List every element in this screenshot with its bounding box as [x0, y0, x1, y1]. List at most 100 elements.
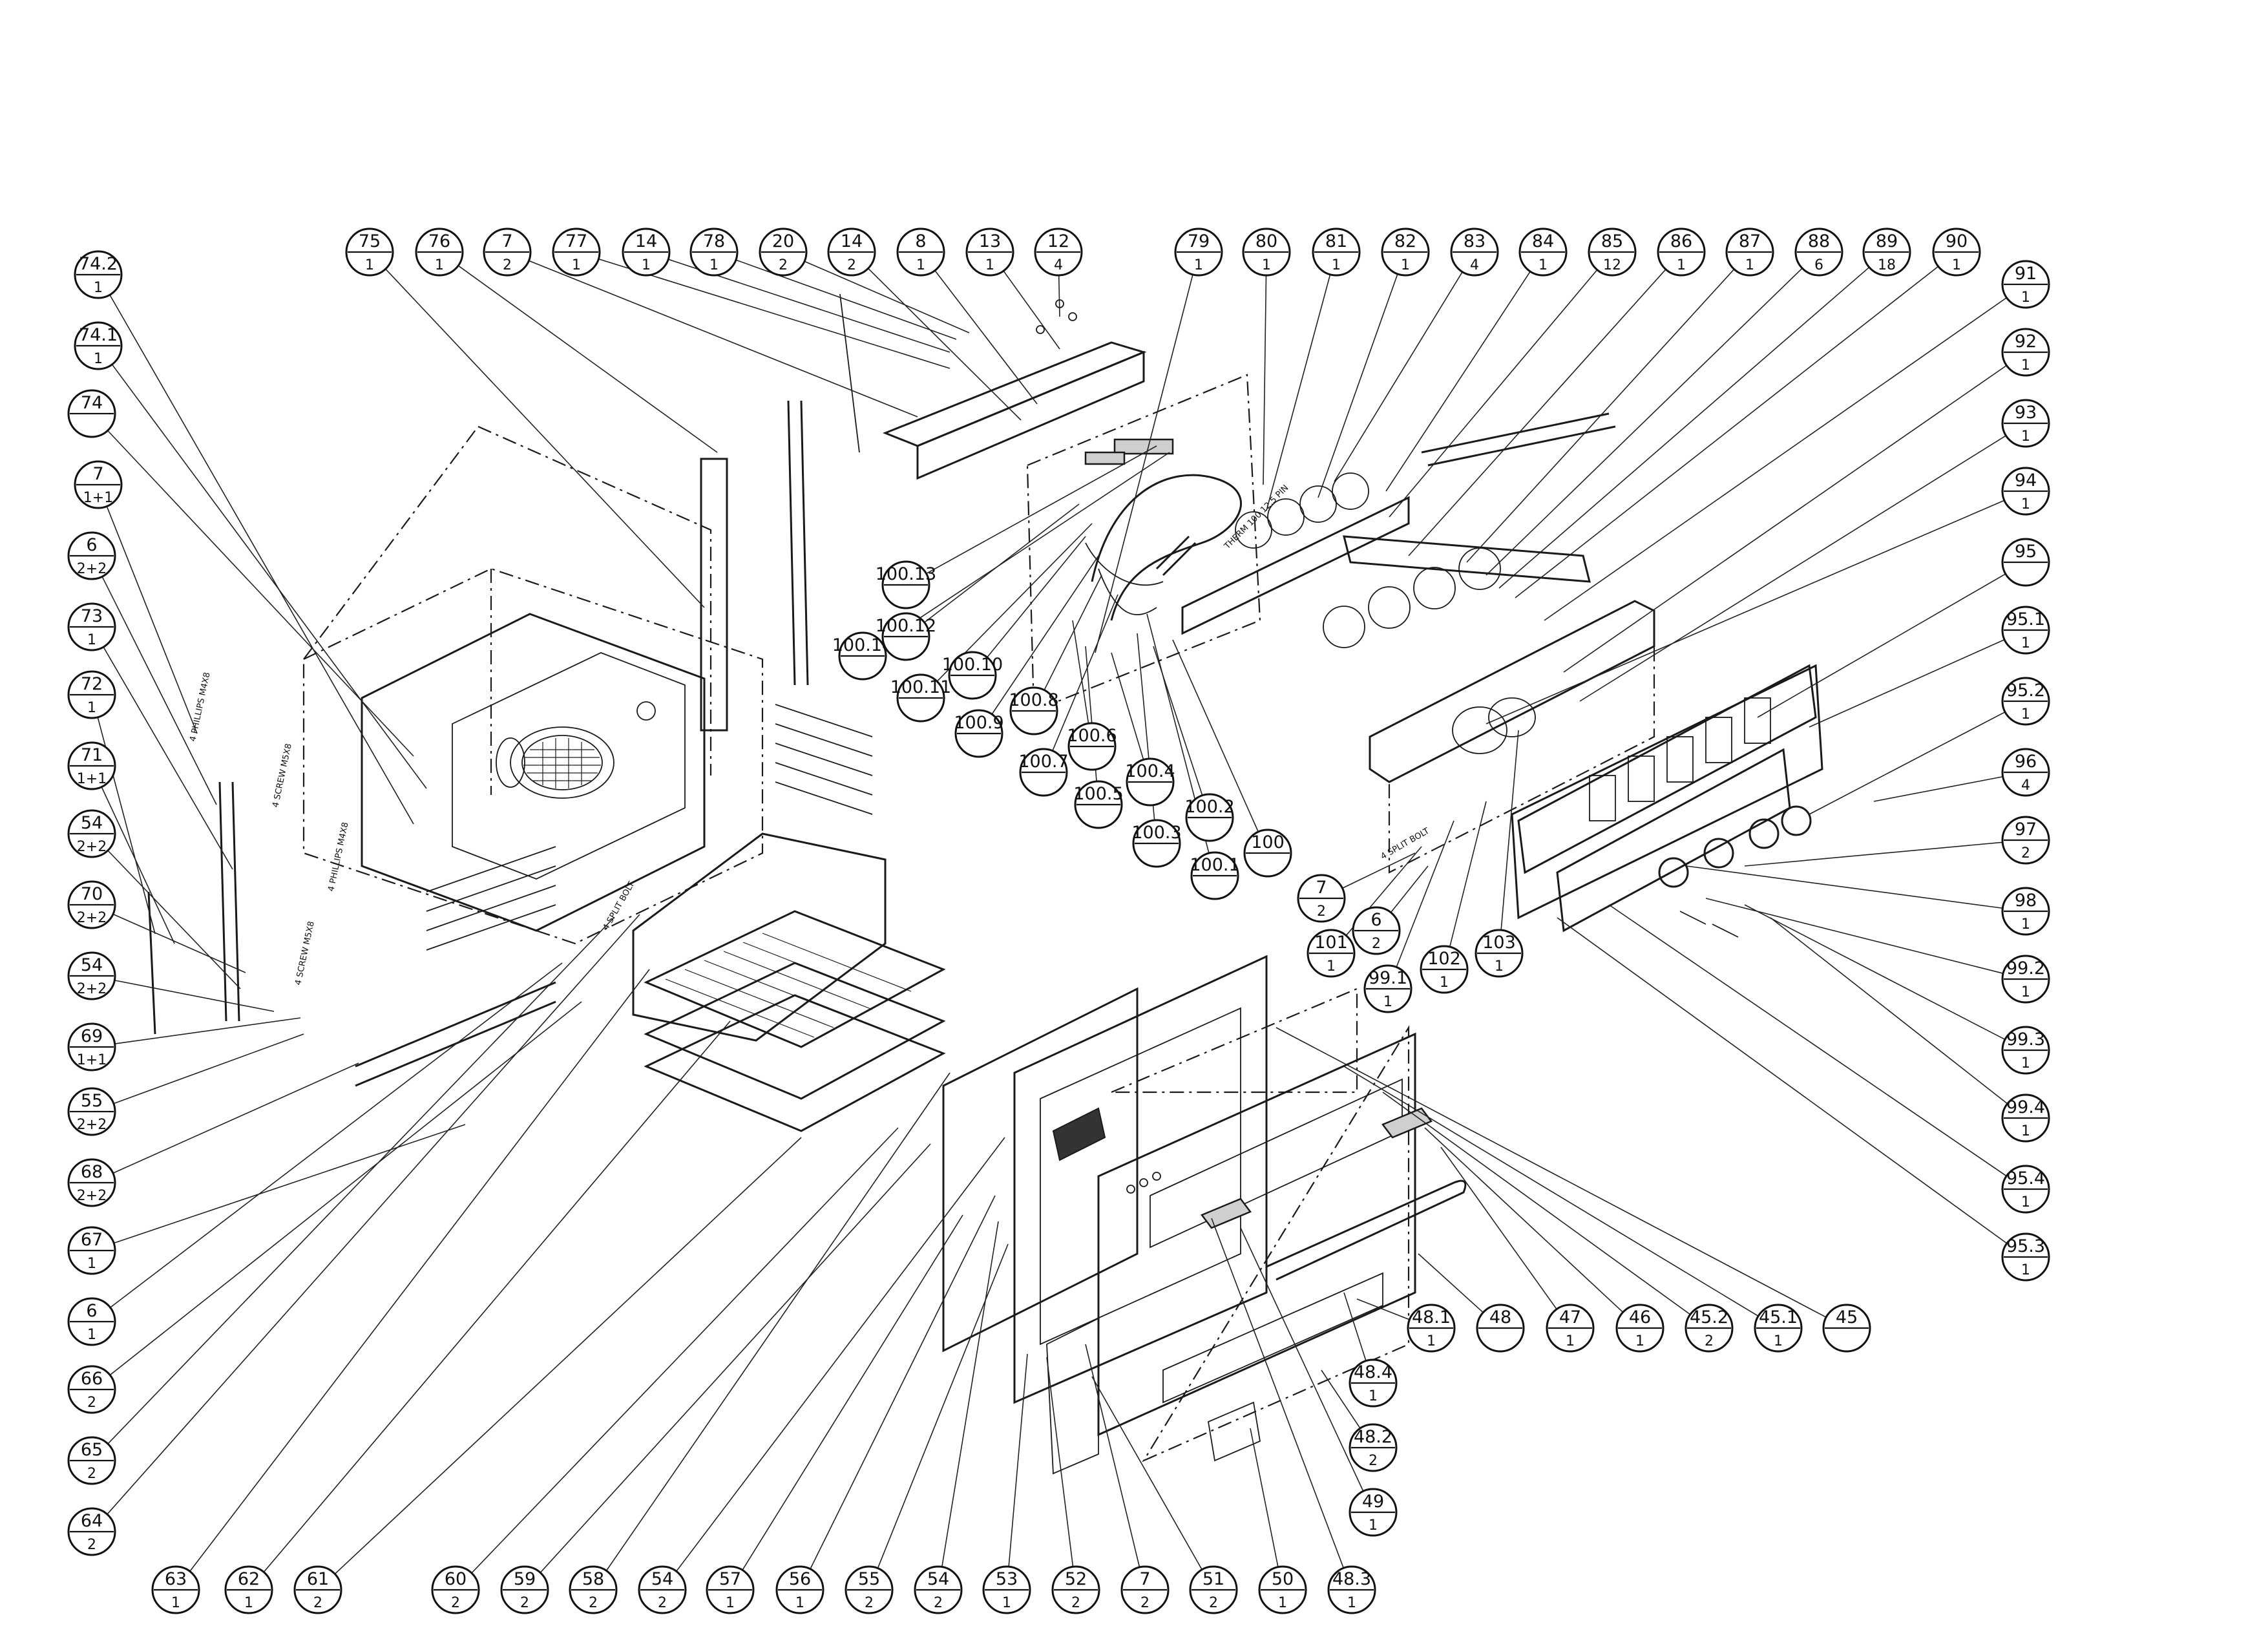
part-number: 48 [1489, 1307, 1511, 1327]
part-number: 64 [81, 1511, 103, 1531]
leader-line-c-66 [109, 1001, 582, 1376]
callout-c-78: 781 [689, 227, 739, 277]
callout-c-64: 642 [67, 1507, 116, 1556]
part-number: 100.7 [1018, 752, 1068, 772]
leader-line-c-52 [1046, 1357, 1074, 1567]
leader-lines [97, 258, 2008, 1574]
leader-line-c-54-c [676, 1137, 1005, 1572]
callout-c-90: 901 [1932, 227, 1981, 277]
leader-line-c-62 [263, 1020, 731, 1573]
callout-c-49: 491 [1349, 1488, 1398, 1537]
part-quantity: 1 [642, 257, 651, 273]
part-number: 83 [1464, 231, 1486, 251]
part-quantity: 6 [1814, 257, 1823, 273]
callout-c-6-c: 62 [1352, 906, 1401, 955]
part-quantity: 1 [87, 1256, 96, 1272]
part-quantity: 1+1 [77, 771, 107, 787]
part-quantity: 2 [2021, 845, 2030, 861]
part-number: 73 [81, 606, 103, 626]
part-quantity: 2 [1372, 936, 1381, 952]
part-quantity: 1 [94, 280, 103, 296]
oven-inner-cavity [361, 613, 706, 932]
part-number: 100.4 [1125, 761, 1175, 781]
annotation-note-n4: 4 SCREW M5X8 [293, 920, 317, 986]
part-quantity: 1 [1327, 958, 1336, 975]
annotation-note-n6: 4 SPLIT BOLT [1380, 826, 1431, 861]
leader-line-c-46 [1424, 1127, 1624, 1313]
callout-c-50: 501 [1258, 1565, 1307, 1614]
callout-c-95: 95 [2001, 538, 2050, 587]
part-number: 58 [582, 1569, 604, 1589]
callout-c-95-1: 95.11 [2001, 606, 2050, 655]
part-quantity: 1 [572, 257, 581, 273]
callout-c-57: 571 [706, 1565, 755, 1614]
callout-c-75: 751 [345, 227, 394, 277]
leader-line-c-83 [1334, 271, 1463, 482]
callout-c-74-1: 74.11 [74, 321, 123, 370]
part-quantity: 1 [365, 257, 374, 273]
part-number: 72 [81, 674, 103, 694]
part-quantity: 1 [1677, 257, 1686, 273]
part-quantity: 2 [313, 1595, 322, 1611]
part-number: 49 [1362, 1492, 1384, 1512]
leader-line-c-48 [1418, 1253, 1484, 1313]
callout-c-100-9: 100.9 [954, 709, 1004, 758]
callout-c-6-b: 61 [67, 1297, 116, 1346]
callout-c-70: 702+2 [67, 880, 116, 929]
leader-line-c-45-1 [1343, 1066, 1759, 1317]
part-number: 60 [445, 1569, 467, 1589]
part-number: 50 [1272, 1569, 1294, 1589]
callout-c-52: 522 [1051, 1565, 1100, 1614]
part-number: 6 [86, 535, 97, 555]
leader-line-c-95-4 [1608, 904, 2007, 1177]
part-number: 103 [1482, 933, 1516, 953]
part-number: 12 [1047, 231, 1069, 251]
part-number: 46 [1629, 1307, 1651, 1327]
callout-c-97: 972 [2001, 816, 2050, 865]
part-quantity: 2 [1705, 1333, 1714, 1349]
part-number: 100 [1251, 832, 1285, 852]
leader-line-c-80 [1263, 275, 1267, 485]
callout-c-45: 45 [1822, 1304, 1871, 1353]
callout-c-65: 652 [67, 1436, 116, 1485]
part-number: 47 [1559, 1307, 1581, 1327]
leader-line-c-95-1 [1809, 639, 2005, 728]
part-number: 7 [1316, 878, 1327, 898]
part-number: 75 [359, 231, 381, 251]
part-quantity: 2 [934, 1595, 943, 1611]
part-number: 48.2 [1354, 1427, 1392, 1447]
leader-line-c-50 [1250, 1428, 1279, 1567]
leader-line-c-48-1 [1356, 1298, 1410, 1320]
part-quantity: 1 [87, 632, 96, 648]
leader-line-c-45-2 [1382, 1092, 1691, 1315]
leader-line-c-95-3 [1557, 917, 2008, 1244]
part-number: 20 [772, 231, 794, 251]
oven-casing [302, 425, 764, 945]
callout-c-54-b: 542+2 [67, 951, 116, 1000]
leader-line-c-7-d [1342, 852, 1416, 889]
callout-c-95-3: 95.31 [2001, 1232, 2050, 1282]
part-quantity: 1 [2021, 916, 2030, 933]
callout-c-100-4: 100.4 [1125, 757, 1175, 807]
callout-c-8: 81 [896, 227, 945, 277]
callout-c-77: 771 [552, 227, 601, 277]
part-number: 67 [81, 1230, 103, 1250]
part-number: 76 [428, 231, 450, 251]
part-number: 84 [1532, 231, 1554, 251]
callout-c-100-3: 100.3 [1131, 819, 1182, 868]
callout-c-6-a: 62+2 [67, 531, 116, 580]
callout-c-73: 731 [67, 602, 116, 651]
part-number: 100.9 [954, 713, 1003, 733]
part-number: 6 [86, 1301, 97, 1321]
callout-c-83: 834 [1450, 227, 1499, 277]
callout-c-74: 74 [67, 389, 116, 438]
leader-line-c-100 [1172, 639, 1259, 832]
part-number: 54 [927, 1569, 949, 1589]
part-number: 6 [1370, 910, 1381, 930]
leader-line-c-8 [934, 270, 1038, 405]
part-number: 95 [2015, 542, 2037, 562]
leader-line-c-70 [112, 913, 246, 973]
part-number: 91 [2015, 264, 2037, 284]
callout-c-48: 48 [1476, 1304, 1525, 1353]
